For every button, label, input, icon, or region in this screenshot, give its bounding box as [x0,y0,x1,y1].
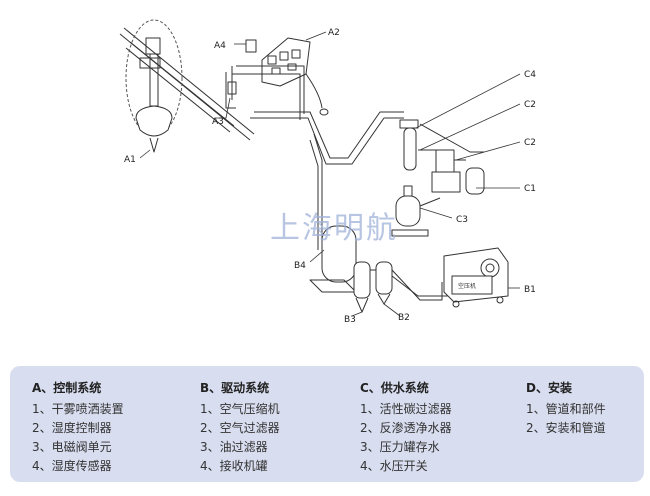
main-pipe [250,111,404,250]
leader-lines [139,31,521,317]
legend-item: 1、活性碳过滤器 [360,402,452,416]
callout-b3: B3 [344,315,356,325]
legend-column-install: D、安装 1、管道和部件 2、安装和管道 [526,378,650,438]
callout-b2: B2 [398,313,410,323]
legend-item: 3、油过滤器 [200,440,268,454]
legend-item: 4、湿度传感器 [32,459,112,473]
humidity-controller [245,37,329,116]
filter-bank [399,119,485,195]
callout-c2-lower: C2 [524,138,536,148]
callout-a1: A1 [124,155,136,165]
air-compressor [443,247,509,308]
legend-column-drive: B、驱动系统 1、空气压缩机 2、空气过滤器 3、油过滤器 4、接收机罐 [200,378,350,476]
legend-title: C、供水系统 [360,381,429,395]
callout-c3: C3 [456,215,468,225]
legend-item: 1、干雾喷洒装置 [32,402,124,416]
callout-c2-upper: C2 [524,100,536,110]
pressure-tank [391,185,441,237]
spray-device [125,19,183,153]
air-filters [353,261,449,313]
callout-c4: C4 [524,70,536,80]
legend-item: 3、电磁阀单元 [32,440,112,454]
legend-item: 3、压力罐存水 [360,440,440,454]
legend-column-water: C、供水系统 1、活性碳过滤器 2、反渗透净水器 3、压力罐存水 4、水压开关 [360,378,510,476]
legend-column-control: A、控制系统 1、干雾喷洒装置 2、湿度控制器 3、电磁阀单元 4、湿度传感器 [32,378,182,476]
compressor-label: 空压机 [458,282,476,290]
legend-item: 2、反渗透净水器 [360,421,452,435]
legend-title: D、安装 [526,381,572,395]
callout-a2: A2 [328,28,340,38]
valve-unit [225,65,305,120]
legend-item: 2、湿度控制器 [32,421,112,435]
callout-a3: A3 [212,117,224,127]
legend-title: B、驱动系统 [200,381,270,395]
callout-b4: B4 [294,261,306,271]
legend-title: A、控制系统 [32,381,102,395]
legend-item: 2、空气过滤器 [200,421,280,435]
legend-item: 2、安装和管道 [526,421,606,435]
legend-item: 4、接收机罐 [200,459,268,473]
legend-item: 1、空气压缩机 [200,402,280,416]
legend-panel: A、控制系统 1、干雾喷洒装置 2、湿度控制器 3、电磁阀单元 4、湿度传感器 … [10,366,644,482]
legend-item: 4、水压开关 [360,459,428,473]
legend-item: 1、管道和部件 [526,402,606,416]
watermark: 上海明航 [270,211,398,246]
callout-c1: C1 [524,184,536,194]
receiver-tank [309,225,357,293]
callout-a4: A4 [214,41,226,51]
callout-b1: B1 [524,285,536,295]
system-diagram: 上海明航 空压机 A1 A2 A3 A4 C4 C2 C2 C1 C3 B4 B… [119,19,536,325]
